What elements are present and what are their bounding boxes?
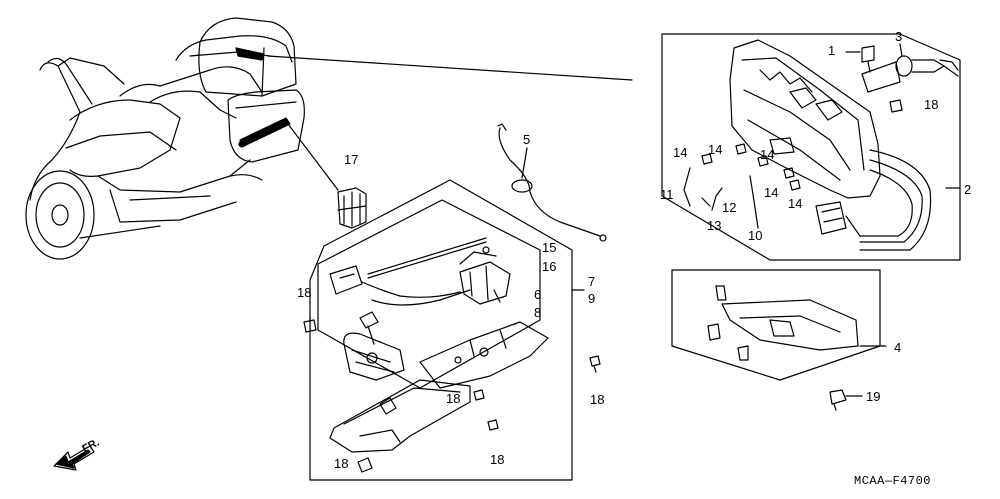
- callout-17: 17: [344, 152, 359, 167]
- callout-11: 11: [660, 187, 674, 202]
- callout-5: 5: [523, 132, 531, 147]
- callout-19: 19: [866, 389, 881, 404]
- key-cylinder-part-3: [861, 55, 959, 93]
- bolt-icon: [589, 355, 601, 373]
- callout-14: 14: [673, 145, 688, 160]
- latch-unit: [329, 246, 511, 306]
- latch-subassembly-frame: [317, 199, 541, 389]
- leader-line: [267, 55, 633, 81]
- bolt-icon: [473, 389, 485, 401]
- callout-14: 14: [788, 196, 803, 211]
- callout-18: 18: [334, 456, 349, 471]
- callout-1: 1: [828, 43, 836, 58]
- clip-icon: [701, 153, 713, 165]
- clip-part-1: [861, 45, 875, 73]
- leader-line: [521, 147, 528, 179]
- callout-6: 6: [534, 287, 542, 302]
- callout-12: 12: [722, 200, 737, 215]
- callout-18: 18: [924, 97, 939, 112]
- base-plate: [329, 379, 471, 453]
- rod-part-10: [749, 175, 759, 229]
- leader-line: [899, 43, 903, 57]
- bolt-icon: [357, 457, 373, 473]
- diagram-code: MCAA—F4700: [854, 474, 932, 488]
- callout-4: 4: [894, 340, 902, 355]
- callout-18: 18: [590, 392, 605, 407]
- clip-icon: [735, 143, 747, 155]
- callout-16: 16: [542, 259, 557, 274]
- front-direction-arrow-icon: [53, 445, 95, 471]
- callout-14: 14: [760, 147, 775, 162]
- bolt-icon: [889, 99, 903, 113]
- rod-part-13: [701, 197, 711, 207]
- bolt-icon: [303, 315, 317, 333]
- clip-icon: [783, 167, 795, 179]
- screw-part-19: [829, 389, 847, 411]
- clip-icon: [757, 155, 769, 167]
- callout-9: 9: [588, 291, 596, 306]
- motorcycle-illustration: [25, 17, 305, 260]
- callout-18: 18: [446, 391, 461, 406]
- wire-harness-part-2: [729, 39, 932, 251]
- cable-part-5: [497, 123, 607, 242]
- callout-13: 13: [707, 218, 722, 233]
- callout-14: 14: [764, 185, 779, 200]
- bracket-part-6-8: [419, 321, 549, 389]
- bracket-part-4: [707, 285, 859, 361]
- latch-mechanism: [343, 311, 405, 381]
- callout-14: 14: [708, 142, 723, 157]
- callout-2: 2: [964, 182, 972, 197]
- callout-10: 10: [748, 228, 763, 243]
- callout-7: 7: [588, 274, 596, 289]
- wire-harness-frame: [661, 33, 961, 261]
- callout-3: 3: [895, 29, 903, 44]
- clip-icon: [789, 179, 801, 191]
- callout-18: 18: [297, 285, 312, 300]
- rod-part-11: [683, 167, 691, 207]
- callout-8: 8: [534, 305, 542, 320]
- rod-part-12: [711, 187, 723, 211]
- latch-rod: [367, 237, 487, 275]
- leader-line: [287, 123, 339, 191]
- seat-latch-group-frame: [309, 179, 573, 481]
- grommet-part-17: [337, 187, 367, 229]
- callout-15: 15: [542, 240, 557, 255]
- bolt-icon: [487, 419, 499, 431]
- bracket-frame-part-4: [671, 269, 881, 381]
- callout-18: 18: [490, 452, 505, 467]
